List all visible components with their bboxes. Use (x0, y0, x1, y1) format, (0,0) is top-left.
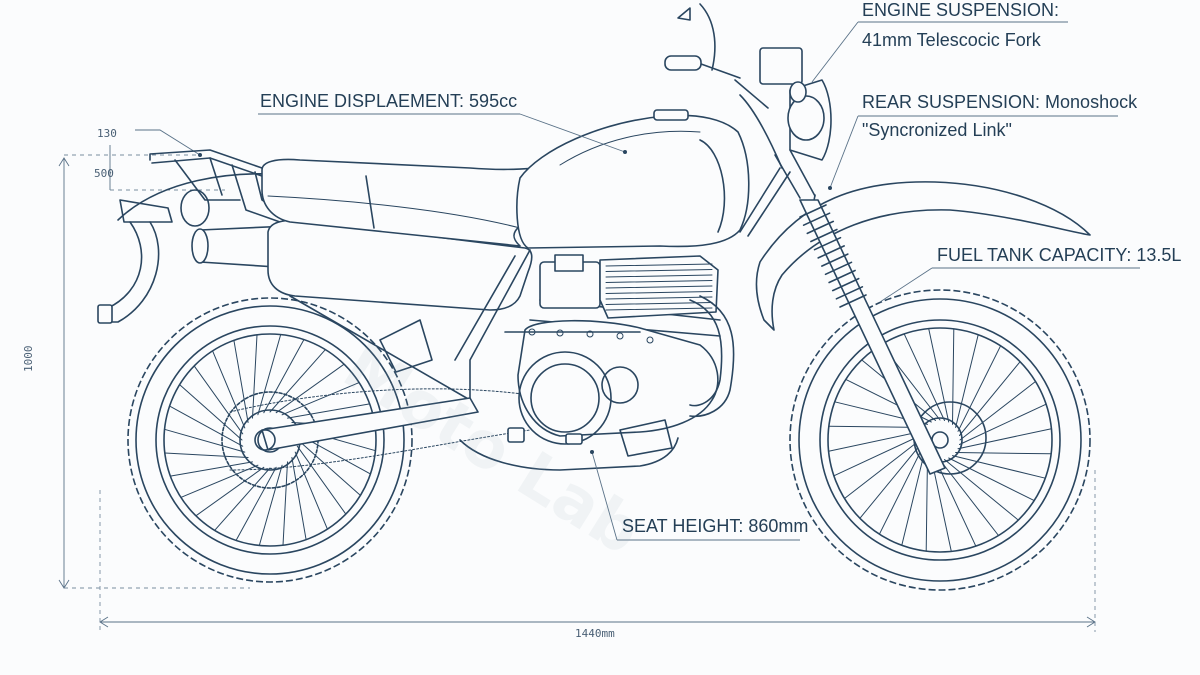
spoke (291, 457, 307, 541)
swingarm (229, 319, 531, 471)
front-wheel (789, 289, 1091, 591)
spoke (257, 334, 282, 416)
fork-gaiter-ring (817, 245, 846, 259)
spoke (955, 452, 1052, 455)
spoke (955, 334, 979, 428)
spoke (952, 328, 955, 425)
spoke (296, 445, 347, 515)
spoke (878, 448, 923, 535)
fork-gaiter-ring (799, 204, 827, 218)
spoke (959, 403, 1047, 445)
spoke (957, 345, 1002, 432)
fork-gaiter-ring (828, 269, 856, 284)
spoke (903, 333, 945, 421)
spoke (193, 365, 244, 435)
seat (261, 158, 562, 247)
spoke (233, 339, 249, 423)
cylinder-fin (605, 302, 713, 305)
spoke (252, 334, 258, 419)
spoke (297, 439, 361, 496)
dimension-length: 1440mm (575, 627, 615, 640)
rear-wheel (127, 297, 413, 583)
rear-suspension-label: REAR SUSPENSION: Monoshock (862, 92, 1138, 112)
spoke (282, 461, 288, 546)
fork-gaiter-ring (831, 277, 860, 292)
spoke (939, 459, 999, 536)
spoke (258, 464, 283, 546)
cylinder-fin (605, 263, 713, 267)
engine-suspension-label: ENGINE SUSPENSION: (862, 0, 1060, 20)
fork-gaiter-ring (839, 294, 867, 308)
spoke (859, 444, 921, 519)
exhaust-header (689, 295, 735, 418)
spoke (957, 428, 1052, 450)
spoke (948, 457, 1035, 502)
fork-gaiter-ring (802, 212, 831, 226)
headlight (759, 47, 832, 161)
cylinder-fin (605, 296, 713, 300)
spoke (959, 361, 1021, 436)
engine (459, 254, 719, 471)
spoke (212, 350, 246, 429)
cylinder-fin (605, 280, 713, 283)
spoke (844, 439, 921, 499)
cylinder-fin (605, 291, 713, 294)
spoke (235, 466, 277, 541)
engine-suspension-value: 41mm Telescocic Fork (862, 30, 1041, 50)
front-fork (774, 149, 946, 475)
cylinder-fin (605, 274, 713, 278)
spoke (180, 464, 259, 498)
rear-suspension-value: "Syncronized Link" (862, 120, 1012, 140)
cylinder-fin (605, 269, 713, 272)
spoke (263, 339, 305, 414)
spoke (294, 451, 328, 530)
spoke (169, 405, 244, 447)
spoke (944, 459, 1019, 521)
fork-gaiter-ring (835, 285, 864, 300)
engine-displacement-label: ENGINE DISPLAEMENT: 595cc (260, 91, 518, 111)
dimension-height: 1000 (22, 345, 35, 373)
spoke (828, 430, 923, 452)
fork-gaiter-ring (820, 253, 849, 267)
spoke (952, 455, 1046, 479)
spoke (169, 461, 253, 477)
spoke (269, 349, 326, 413)
dimension-top-second: 500 (94, 167, 114, 180)
spoke (195, 466, 265, 517)
spoke (281, 382, 360, 416)
spoke (164, 428, 246, 453)
leader-lines (198, 21, 1140, 541)
cylinder-fin (605, 307, 713, 311)
spoke (275, 363, 345, 414)
spoke (164, 452, 249, 458)
fork-gaiter-ring (806, 220, 835, 235)
fuel-tank-capacity-label: FUEL TANK CAPACITY: 13.5L (937, 245, 1182, 265)
spoke (959, 381, 1036, 441)
spoke (901, 452, 925, 546)
seat-height-label: SEAT HEIGHT: 860mm (622, 516, 809, 536)
fork-gaiter-ring (813, 236, 842, 251)
spoke (287, 403, 371, 419)
dimension-top-small: 130 (97, 127, 117, 140)
fuel-tank (516, 109, 750, 249)
spoke (179, 384, 243, 441)
fork-gaiter-ring (810, 228, 838, 243)
spoke (928, 328, 950, 423)
spoke (833, 435, 921, 477)
handlebars (664, 3, 783, 169)
fork-gaiter-ring (824, 261, 853, 276)
cylinder-fin (605, 285, 713, 289)
luggage-rack (149, 149, 286, 223)
spoke (214, 467, 271, 531)
spoke (925, 455, 928, 552)
spoke (930, 457, 952, 552)
